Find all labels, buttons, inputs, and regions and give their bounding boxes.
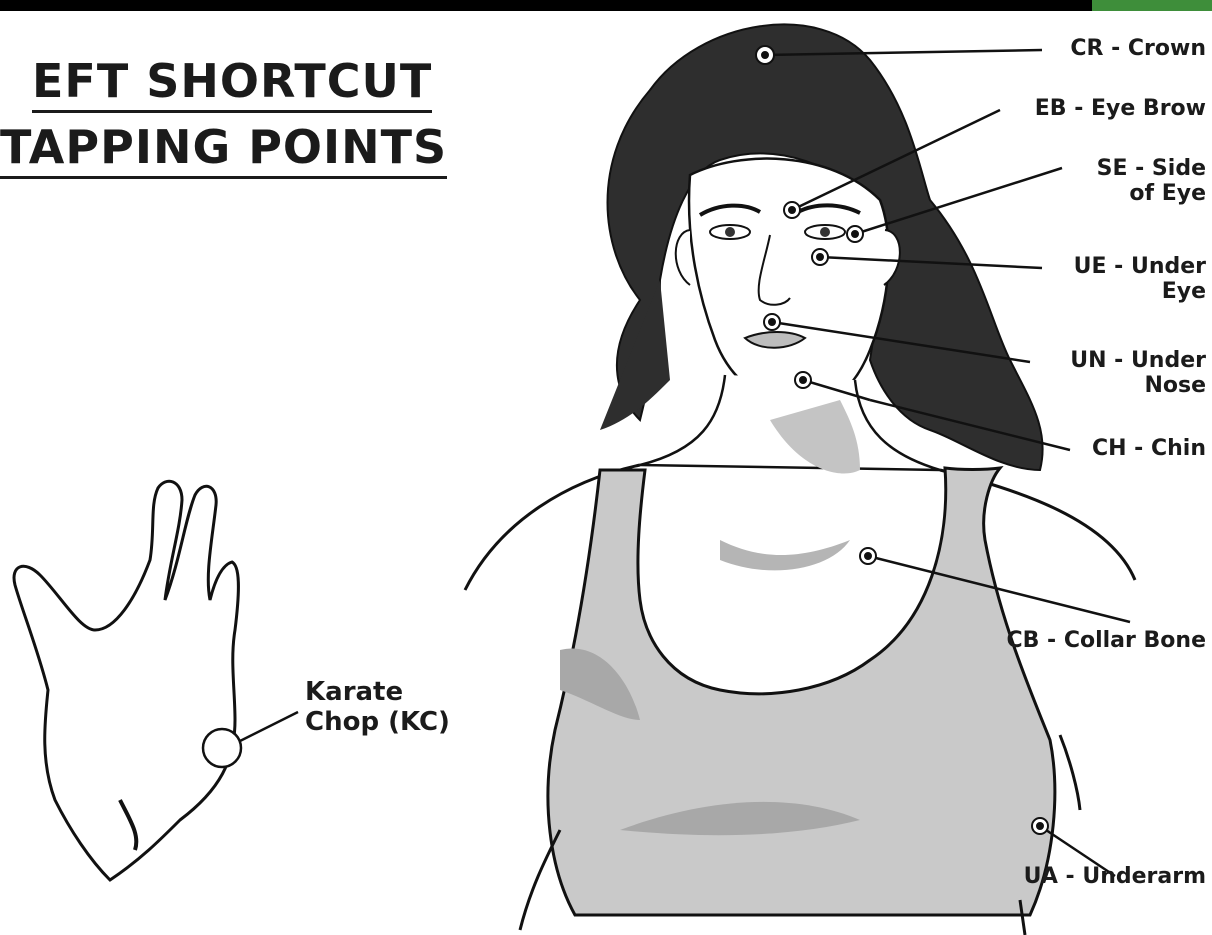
marker-un xyxy=(764,314,780,330)
label-se: SE - Side of Eye xyxy=(1097,156,1206,207)
leader-kc xyxy=(238,712,298,742)
marker-ua xyxy=(1032,818,1048,834)
label-kc: Karate Chop (KC) xyxy=(305,678,450,738)
label-ua: UA - Underarm xyxy=(1024,864,1206,889)
label-ch-text: CH - Chin xyxy=(1092,436,1206,461)
label-un-line2: Nose xyxy=(1070,373,1206,398)
label-se-line1: SE - Side xyxy=(1097,156,1206,181)
label-ch: CH - Chin xyxy=(1092,436,1206,461)
tank-shadow-3 xyxy=(720,540,850,570)
hair-left-strand xyxy=(600,280,670,430)
marker-ch xyxy=(795,372,811,388)
marker-se xyxy=(847,226,863,242)
marker-ue xyxy=(812,249,828,265)
label-un: UN - Under Nose xyxy=(1070,348,1206,399)
left-arm-line xyxy=(520,830,560,930)
face xyxy=(689,159,889,407)
label-un-line1: UN - Under xyxy=(1070,348,1206,373)
label-ua-text: UA - Underarm xyxy=(1024,864,1206,889)
label-cb-text: CB - Collar Bone xyxy=(1006,628,1206,653)
label-cb: CB - Collar Bone xyxy=(1006,628,1206,653)
hand xyxy=(14,481,238,880)
label-se-line2: of Eye xyxy=(1097,181,1206,206)
label-cr: CR - Crown xyxy=(1070,36,1206,61)
label-ue: UE - Under Eye xyxy=(1074,254,1206,305)
label-ue-line2: Eye xyxy=(1074,279,1206,304)
label-kc-line1: Karate xyxy=(305,678,450,708)
label-cr-text: CR - Crown xyxy=(1070,36,1206,61)
marker-eb xyxy=(784,202,800,218)
label-eb: EB - Eye Brow xyxy=(1035,96,1206,121)
marker-cb xyxy=(860,548,876,564)
marker-cr xyxy=(756,46,774,64)
label-ue-line1: UE - Under xyxy=(1074,254,1206,279)
label-eb-text: EB - Eye Brow xyxy=(1035,96,1206,121)
right-arm-line xyxy=(1060,735,1080,810)
left-ear xyxy=(676,230,690,285)
label-kc-line2: Chop (KC) xyxy=(305,708,450,738)
marker-kc xyxy=(203,729,241,767)
